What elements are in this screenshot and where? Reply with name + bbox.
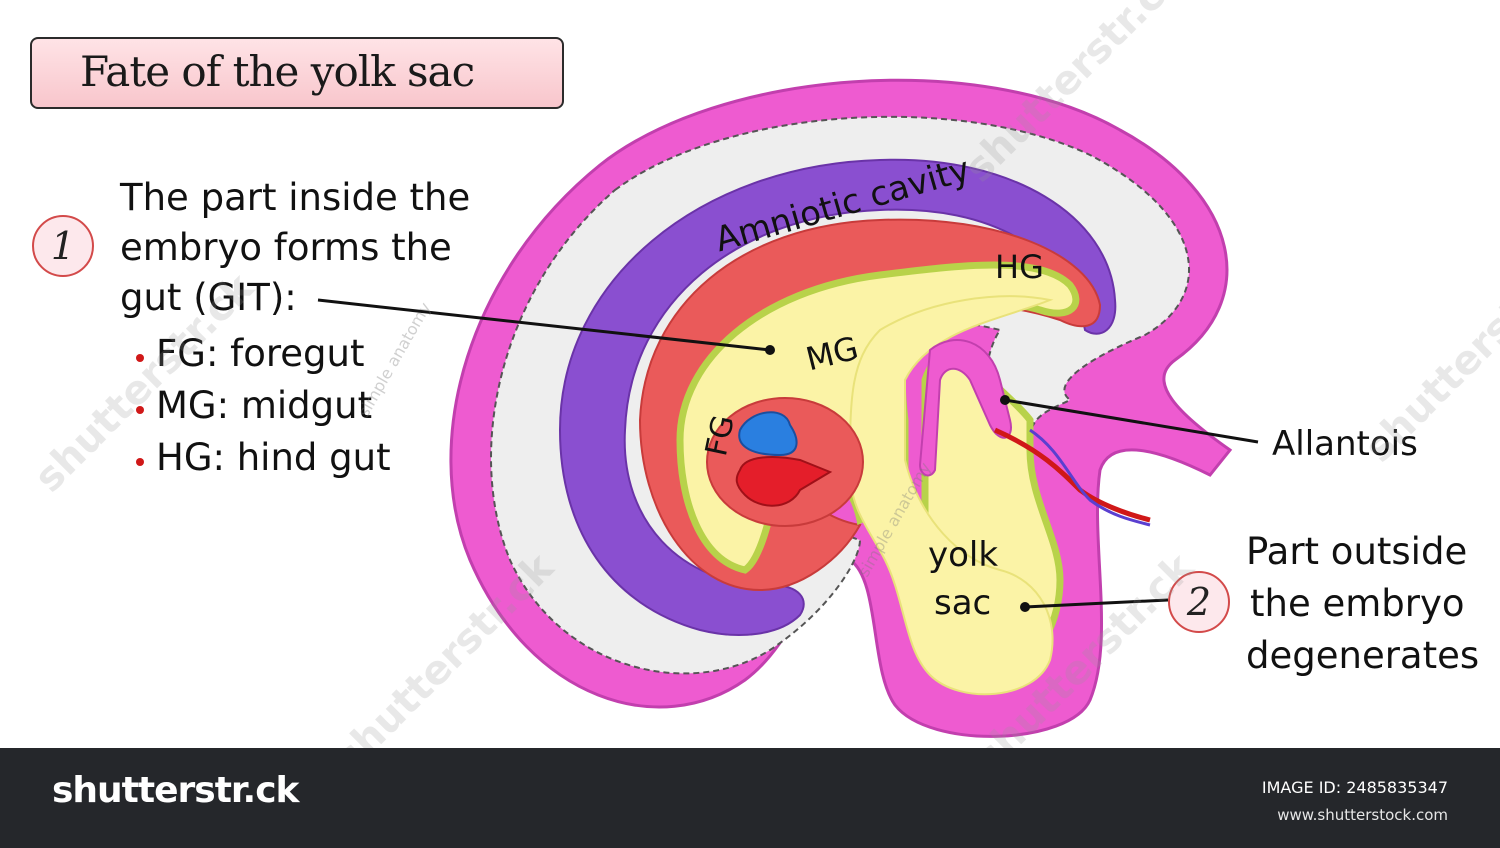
page-title: Fate of the yolk sac bbox=[80, 47, 475, 96]
heart-red bbox=[735, 456, 833, 507]
bullet-dot-fg bbox=[136, 354, 144, 362]
point2-line-1: Part outside bbox=[1246, 530, 1468, 573]
leader-line-gut bbox=[317, 298, 771, 352]
label-sac: sac bbox=[934, 583, 991, 623]
neural-tube bbox=[558, 158, 1117, 636]
umbilical-vessel-blue bbox=[1029, 428, 1151, 527]
leader-line-yolk-sac bbox=[1024, 598, 1169, 609]
point2-line-3: degenerates bbox=[1246, 634, 1480, 677]
yolk-sac-diagram: Amniotic cavity HG MG FG yolk sac Allant… bbox=[317, 78, 1418, 738]
leader-dot-allantois bbox=[1000, 395, 1010, 405]
bullet-hg: HG: hind gut bbox=[156, 436, 391, 479]
bullet-fg: FG: foregut bbox=[156, 332, 365, 375]
yolk-sac bbox=[848, 295, 1054, 696]
leader-line-allantois bbox=[1004, 398, 1259, 444]
leader-dot-yolk-sac bbox=[1020, 602, 1030, 612]
number-badge-1: 1 bbox=[32, 215, 94, 277]
title-box: Fate of the yolk sac bbox=[30, 37, 564, 109]
footer-url[interactable]: www.shutterstock.com bbox=[1277, 806, 1448, 824]
number-badge-2: 2 bbox=[1168, 571, 1230, 633]
footer-logo[interactable]: shutterstr.ck bbox=[52, 770, 299, 811]
footer-bar: shutterstr.ck IMAGE ID: 2485835347 www.s… bbox=[0, 748, 1500, 848]
bullet-dot-mg bbox=[136, 406, 144, 414]
bullet-mg: MG: midgut bbox=[156, 384, 373, 427]
heart-blue bbox=[738, 411, 798, 457]
allantois-stalk bbox=[918, 339, 1012, 477]
label-fg: FG bbox=[699, 412, 742, 459]
point2-line-2: the embryo bbox=[1250, 582, 1465, 625]
label-hg: HG bbox=[995, 248, 1044, 286]
label-yolk: yolk bbox=[928, 535, 998, 575]
point1-line-1: The part inside the bbox=[120, 176, 471, 219]
leader-dot-mg bbox=[765, 345, 775, 355]
point1-line-3: gut (GIT): bbox=[120, 276, 297, 319]
footer-image-id: IMAGE ID: 2485835347 bbox=[1261, 778, 1448, 797]
point1-line-2: embryo forms the bbox=[120, 226, 452, 269]
label-allantois: Allantois bbox=[1272, 424, 1418, 464]
bullet-dot-hg bbox=[136, 458, 144, 466]
